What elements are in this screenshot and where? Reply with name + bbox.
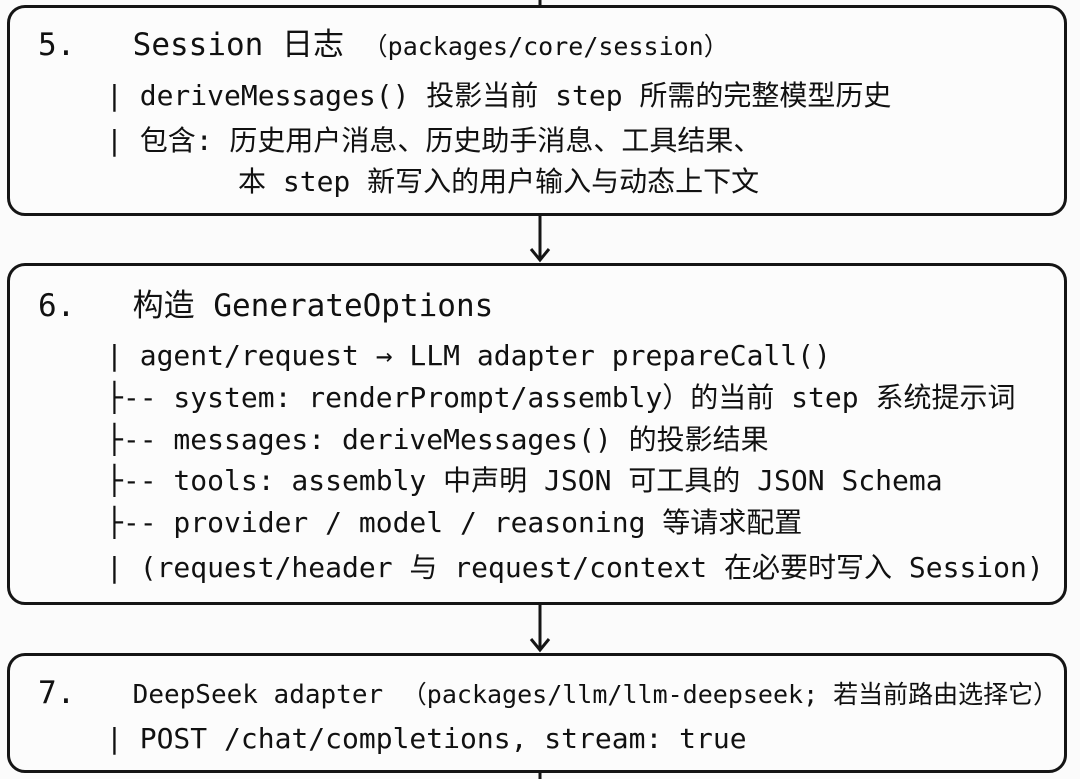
step-5-line-3: 本 step 新写入的用户输入与动态上下文: [238, 165, 760, 198]
step-7-line-1: | POST /chat/completions, stream: true: [106, 722, 747, 755]
step-7-box: 7. DeepSeek adapter （packages/llm/llm-de…: [7, 653, 1067, 773]
step-6-line-4: ├-- tools: assembly 中声明 JSON 可工具的 JSON S…: [106, 464, 943, 497]
step-7-number: 7.: [38, 675, 76, 711]
step-6-title: 构造 GenerateOptions: [132, 288, 494, 324]
step-5-path: （packages/core/session）: [362, 32, 729, 61]
step-5-header: 5. Session 日志 （packages/core/session）: [38, 26, 729, 66]
arrow-6-to-7: [529, 605, 551, 653]
step-5-number: 5.: [38, 27, 76, 63]
step-5-box: 5. Session 日志 （packages/core/session） | …: [7, 5, 1067, 216]
step-6-line-1: | agent/request → LLM adapter prepareCal…: [106, 339, 831, 372]
step-5-line-2: | 包含: 历史用户消息、历史助手消息、工具结果、: [106, 124, 762, 157]
step-6-line-2: ├-- system: renderPrompt/assembly）的当前 st…: [106, 381, 1016, 414]
step-6-box: 6. 构造 GenerateOptions | agent/request → …: [7, 263, 1067, 605]
step-5-line-1: | deriveMessages() 投影当前 step 所需的完整模型历史: [106, 79, 892, 112]
step-6-header: 6. 构造 GenerateOptions: [38, 287, 493, 325]
arrow-5-to-6: [529, 216, 551, 263]
step-7-path: （packages/llm/llm-deepseek; 若当前路由选择它）: [401, 680, 1059, 709]
step-7-header: 7. DeepSeek adapter （packages/llm/llm-de…: [38, 674, 1058, 714]
step-6-line-5: ├-- provider / model / reasoning 等请求配置: [106, 506, 803, 539]
step-5-title: Session 日志: [132, 27, 344, 63]
step-6-number: 6.: [38, 288, 76, 324]
step-6-line-3: ├-- messages: deriveMessages() 的投影结果: [106, 423, 769, 456]
step-7-title: DeepSeek adapter: [132, 680, 384, 710]
connector-line-bottom: [538, 773, 542, 779]
step-6-line-6: | (request/header 与 request/context 在必要时…: [106, 551, 1044, 584]
